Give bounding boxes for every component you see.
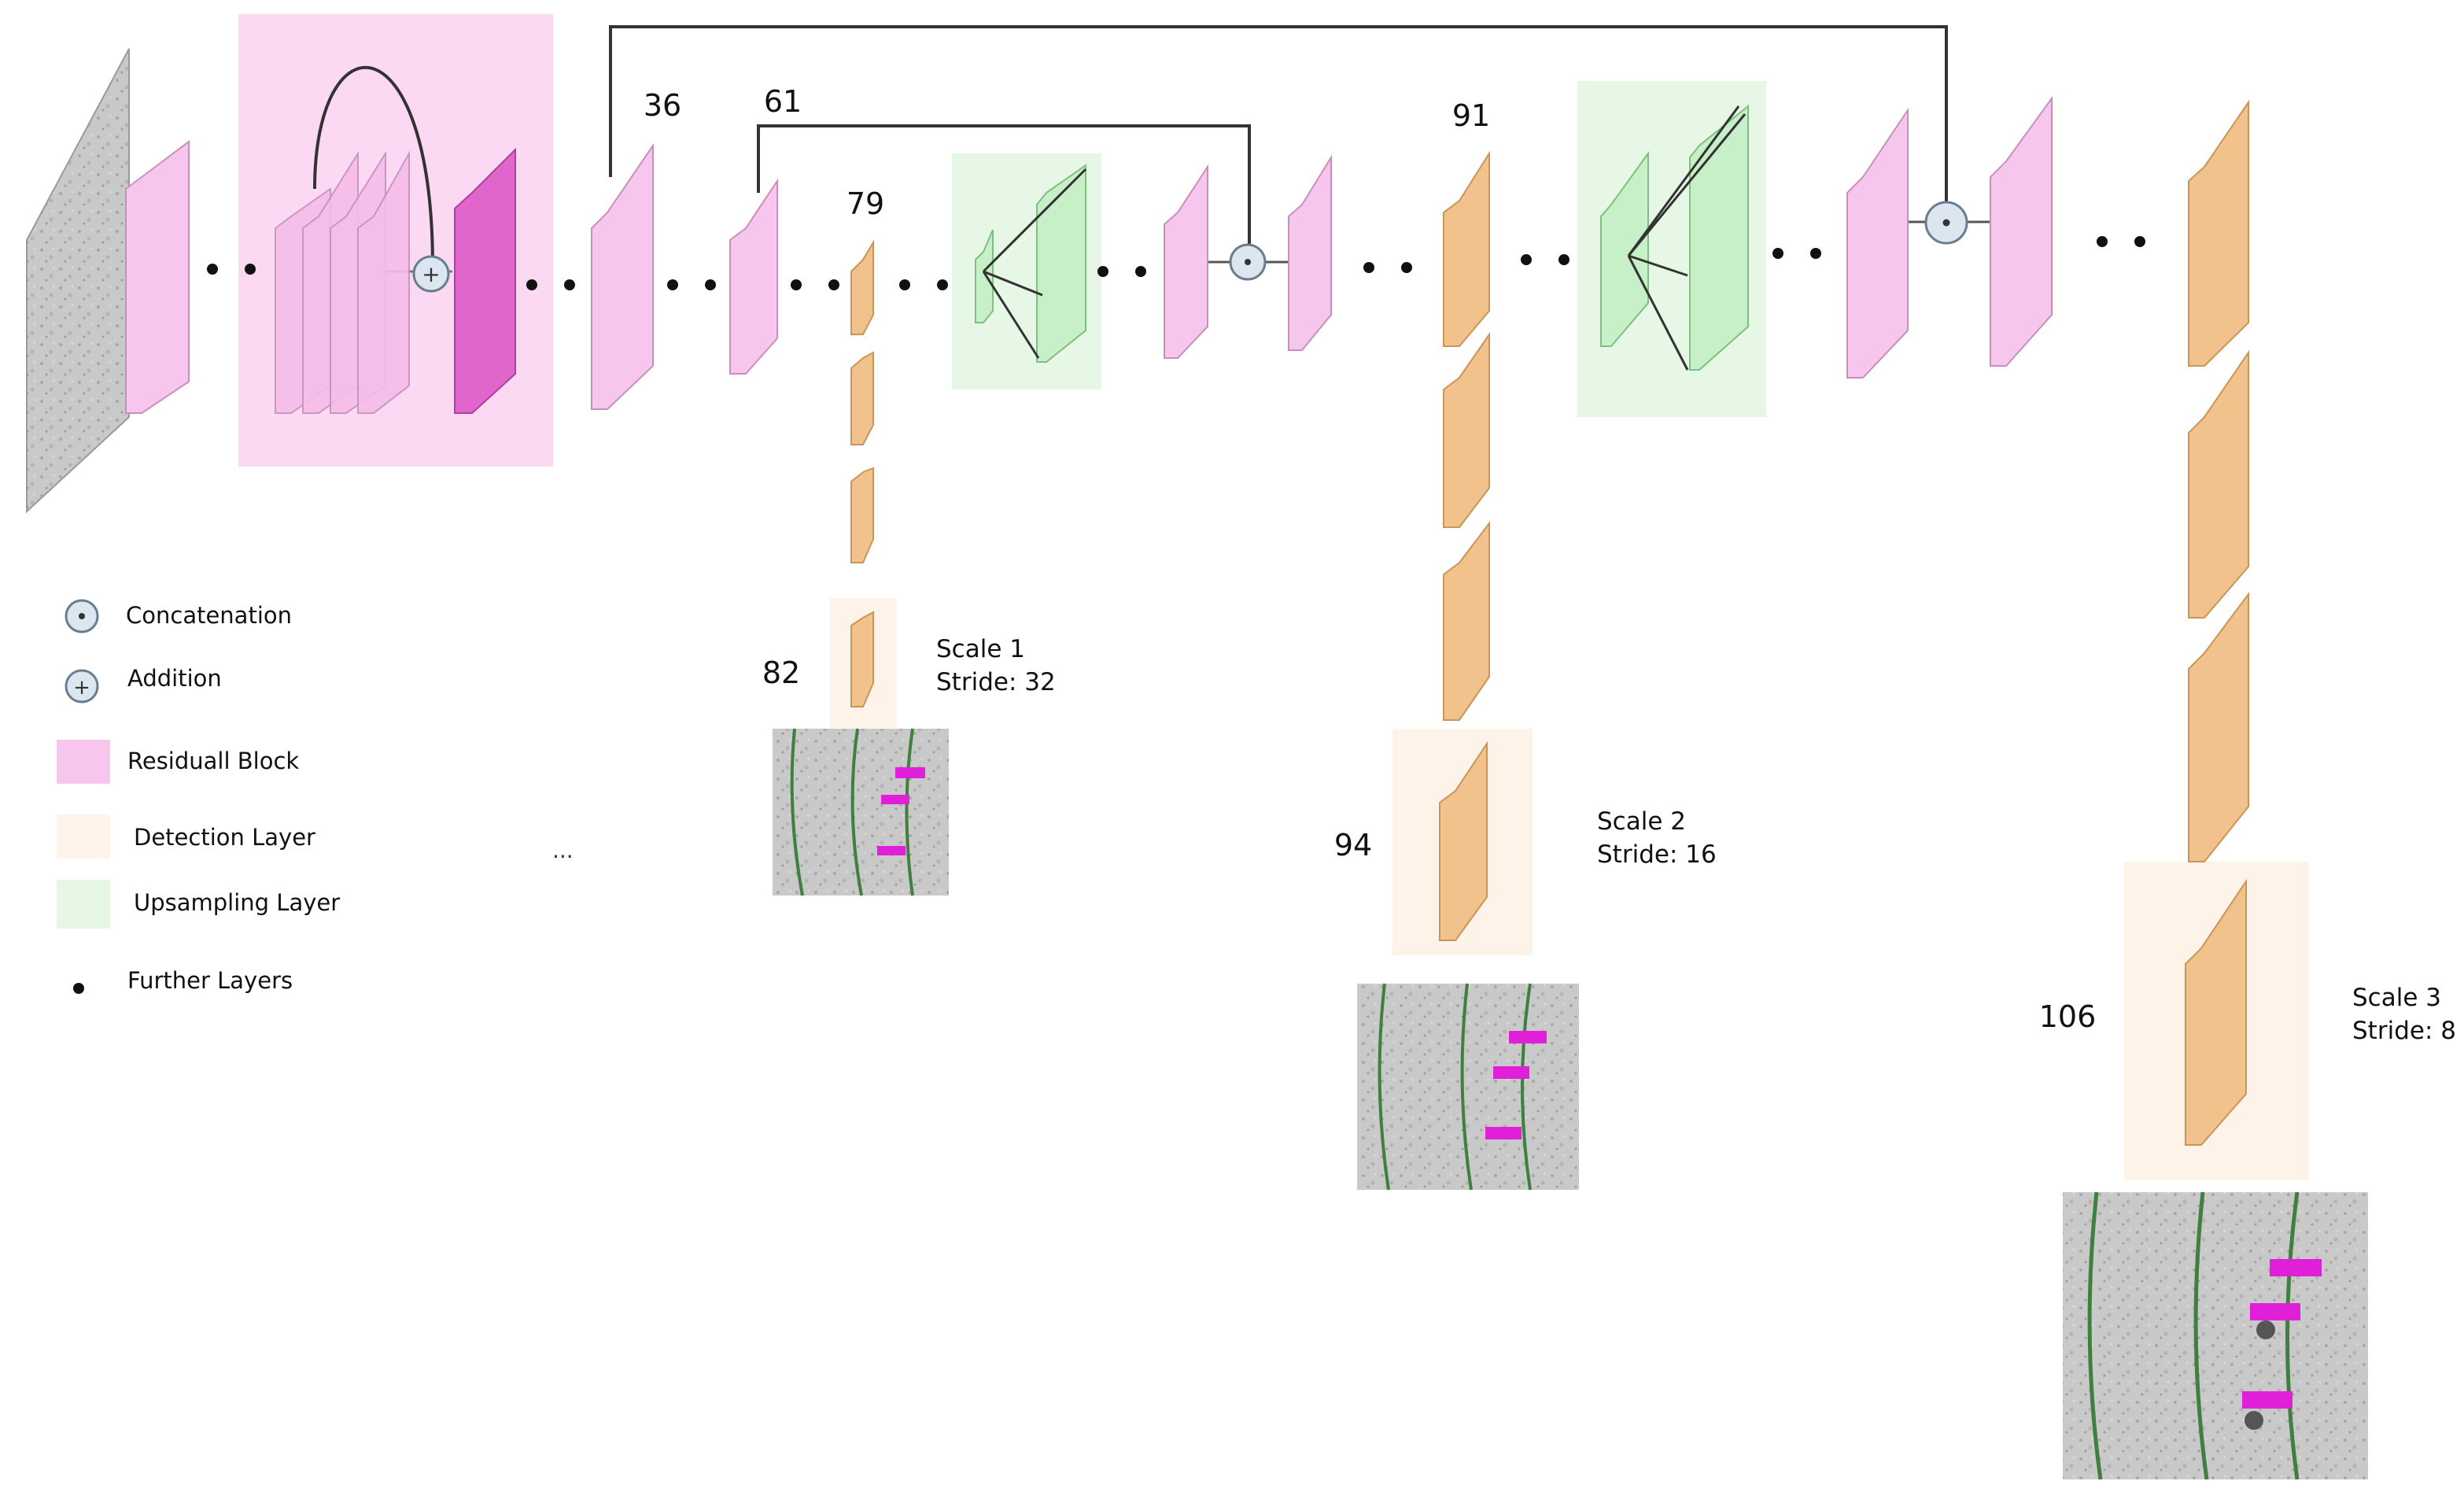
scale-3-label: Scale 3: [2352, 984, 2441, 1012]
scale-2-label: Scale 2: [1597, 807, 1686, 836]
svg-text:+: +: [73, 676, 90, 700]
layer-label-36: 36: [644, 88, 681, 123]
residual-layer-dark: [454, 147, 516, 414]
layer-label-106: 106: [2039, 999, 2097, 1034]
legend-detection-swatch: [57, 814, 110, 859]
upsampling-slab: [1036, 164, 1086, 363]
upsampling-slab: [975, 229, 994, 323]
upsample-edge: [1628, 254, 1688, 277]
layer-label-79: 79: [847, 186, 884, 221]
residual-layer: [1846, 107, 1909, 379]
layer-label-61: 61: [764, 84, 802, 119]
detection-layer: [850, 467, 874, 563]
residual-layer: [357, 150, 410, 414]
detection-layer: [850, 351, 874, 445]
layer-36-slab: [591, 142, 654, 410]
layer-slabs: [125, 95, 2249, 1146]
layer-61-slab: [729, 178, 778, 375]
stride-3-label: Stride: 8: [2352, 1017, 2456, 1045]
layer-label-91: 91: [1452, 98, 1490, 133]
addition-node: +: [412, 255, 450, 293]
residual-layer: [1288, 154, 1332, 351]
legend-further-dot-icon: [73, 983, 84, 994]
layer-91-slab: [1443, 150, 1490, 347]
layer-label-82: 82: [762, 656, 800, 690]
further-layer-dots: [207, 236, 2145, 290]
upsampling-slab: [1689, 104, 1749, 371]
stride-1-label: Stride: 32: [936, 668, 1056, 696]
layer-82-slab: [850, 611, 874, 707]
residual-layer: [1164, 164, 1208, 359]
detection-layer: [1443, 331, 1490, 528]
upsample-edge: [1627, 255, 1689, 371]
upsampling-slab: [1600, 150, 1649, 347]
upsample-edge: [982, 168, 1087, 273]
stride-2-label: Stride: 16: [1597, 840, 1717, 869]
legend: Concatenation + Addition Residuall Block…: [57, 599, 574, 994]
legend-residual-label: Residuall Block: [127, 748, 299, 774]
residual-layer: [1990, 95, 2053, 367]
detection-result-scale-1: [773, 728, 949, 896]
legend-upsampling-swatch: [57, 880, 110, 929]
layer-label-94: 94: [1334, 828, 1372, 862]
legend-ellipsis: ...: [552, 837, 574, 863]
legend-detection-label: Detection Layer: [134, 824, 315, 851]
skip-connection-61: [757, 124, 1251, 246]
legend-concatenation-label: Concatenation: [126, 602, 292, 629]
input-image: [26, 48, 130, 514]
residual-layer: [125, 140, 190, 414]
detection-result-scale-2: [1357, 983, 1579, 1191]
residual-arc: [313, 65, 434, 268]
skip-connection-36: [609, 25, 1948, 206]
upsample-edge: [1627, 105, 1740, 257]
detection-result-scale-3: [2063, 1191, 2368, 1480]
detection-layer: [1443, 521, 1490, 721]
upsample-edge: [982, 271, 1040, 359]
upsample-edge: [1627, 113, 1747, 257]
scale-1-label: Scale 1: [936, 635, 1025, 663]
detection-layer: [2188, 349, 2249, 619]
layer-79-slab: [850, 239, 874, 335]
legend-addition-label: Addition: [127, 665, 222, 692]
upsample-edge: [983, 270, 1043, 297]
svg-text:+: +: [422, 261, 440, 287]
detection-layer: [2188, 99, 2249, 367]
concatenation-node: [1924, 201, 1968, 245]
legend-concatenation-icon: [65, 599, 99, 633]
legend-addition-icon: +: [65, 669, 99, 704]
legend-residual-swatch: [57, 740, 110, 784]
layer-94-slab: [1439, 740, 1488, 941]
legend-further-label: Further Layers: [127, 967, 293, 994]
layer-106-slab: [2185, 878, 2247, 1146]
concatenation-node: [1229, 243, 1267, 281]
detection-layer: [2188, 591, 2249, 862]
legend-upsampling-label: Upsampling Layer: [134, 889, 340, 916]
